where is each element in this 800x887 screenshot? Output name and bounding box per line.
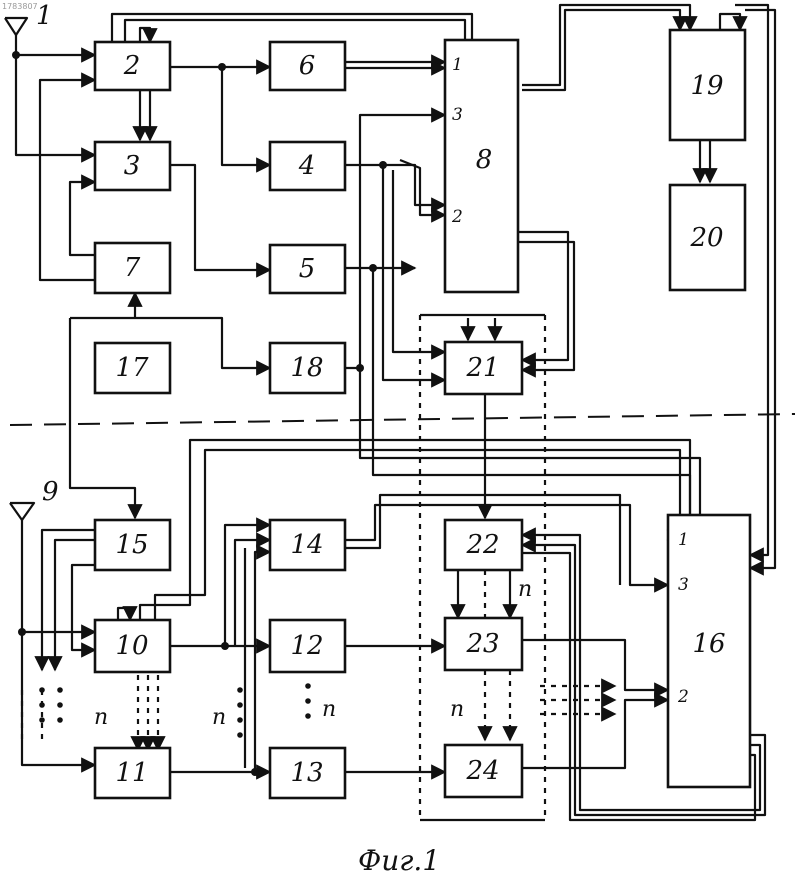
n-marker-22-23: п: [518, 577, 532, 602]
block-2-label: 2: [123, 51, 141, 81]
block-2: 2: [95, 42, 170, 90]
block-14-label: 14: [290, 530, 323, 560]
block-19: 19: [670, 30, 745, 140]
block-22-label: 22: [465, 530, 499, 560]
block-4-label: 4: [298, 151, 316, 181]
block-8: 8 1 3 2: [445, 40, 518, 292]
block-17: 17: [95, 343, 170, 393]
block-12: 12: [270, 620, 345, 672]
block-8-label: 8: [476, 145, 493, 175]
block-16-port-1: 1: [678, 530, 689, 550]
block-15-label: 15: [115, 530, 148, 560]
block-10: 10: [95, 620, 170, 672]
block-23-label: 23: [465, 629, 499, 659]
block-21: 21: [445, 342, 522, 394]
block-14: 14: [270, 520, 345, 570]
block-5-label: 5: [299, 254, 316, 284]
block-8-port-2: 2: [451, 207, 463, 227]
block-16: 16 1 3 2: [668, 515, 750, 787]
block-16-port-2: 2: [677, 687, 689, 707]
block-18-label: 18: [290, 353, 323, 383]
block-6: 6: [270, 42, 345, 90]
block-11-label: 11: [115, 758, 148, 788]
watermark-text: 1783807: [2, 2, 38, 11]
block-17-label: 17: [115, 353, 149, 383]
block-24-label: 24: [465, 756, 499, 786]
n-marker-12-13: п: [212, 705, 226, 730]
block-19-label: 19: [690, 71, 723, 101]
antenna-9: 9: [10, 477, 59, 520]
block-20-label: 20: [689, 223, 723, 253]
block-13: 13: [270, 748, 345, 798]
block-16-label: 16: [692, 629, 725, 659]
n-marker-10-11: п: [94, 705, 108, 730]
block-6-label: 6: [299, 51, 316, 81]
block-20: 20: [670, 185, 745, 290]
block-21-label: 21: [465, 353, 499, 383]
antenna-9-label: 9: [42, 477, 59, 507]
block-3: 3: [95, 142, 170, 190]
block-10-label: 10: [115, 631, 148, 661]
block-24: 24: [445, 745, 522, 797]
block-8-port-3: 3: [452, 105, 463, 125]
block-12-label: 12: [290, 631, 323, 661]
block-11: 11: [95, 748, 170, 798]
block-4: 4: [270, 142, 345, 190]
n-marker-mid: п: [322, 697, 336, 722]
antenna-1-label: 1: [36, 1, 53, 31]
block-18: 18: [270, 343, 345, 393]
block-7-label: 7: [124, 253, 141, 283]
block-16-port-3: 3: [678, 575, 689, 595]
block-3-label: 3: [124, 151, 141, 181]
n-marker-23-24: п: [450, 697, 464, 722]
block-15: 15: [95, 520, 170, 570]
block-7: 7: [95, 243, 170, 293]
block-8-port-1: 1: [452, 55, 463, 75]
block-5: 5: [270, 245, 345, 293]
figure-caption: Фиг.1: [358, 844, 440, 877]
section-separator: [10, 414, 795, 425]
block-23: 23: [445, 618, 522, 670]
block-22: 22: [445, 520, 522, 570]
block-13-label: 13: [290, 758, 323, 788]
